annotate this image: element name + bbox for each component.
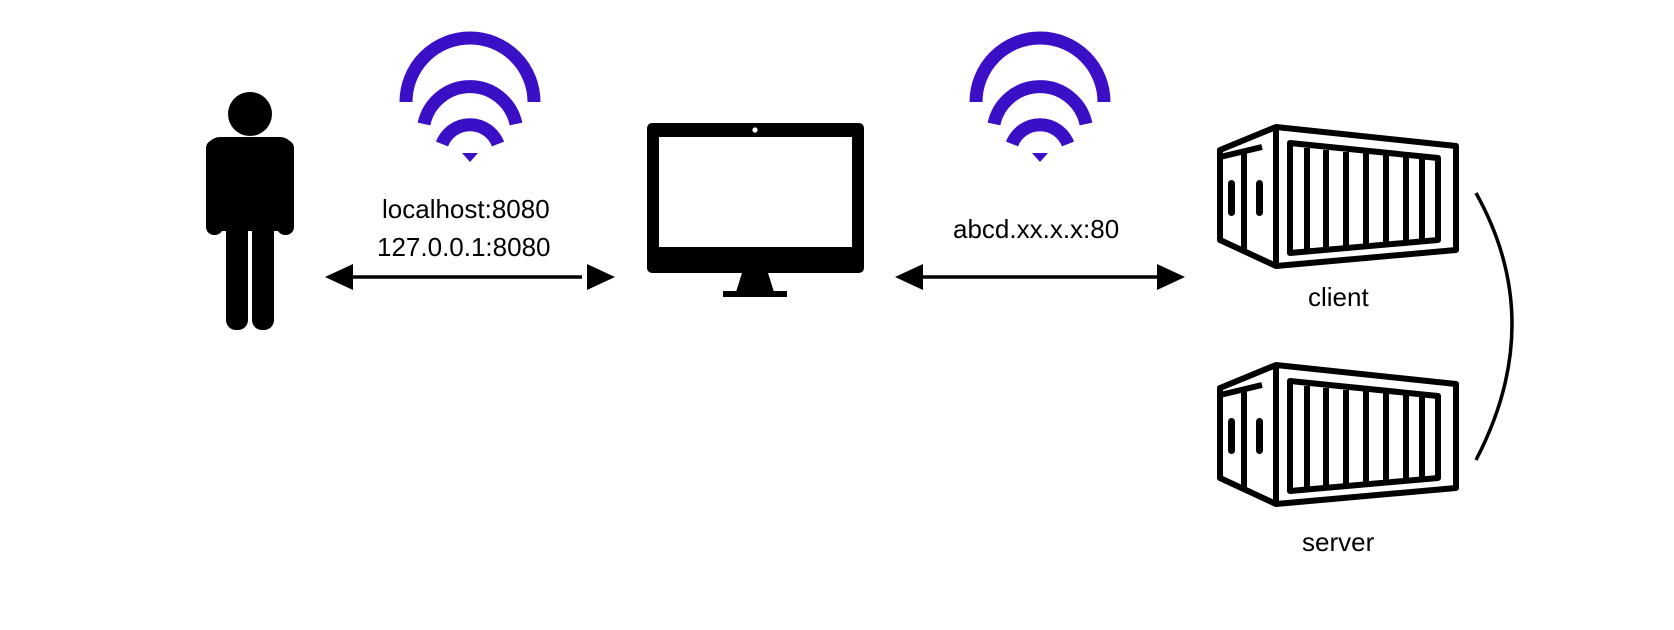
client-label: client: [1308, 282, 1369, 312]
link-label-loopback-ip: 127.0.0.1:8080: [377, 232, 551, 262]
monitor-icon: [647, 123, 864, 297]
bidirectional-arrow-2: [895, 264, 1185, 290]
wifi-icon: [969, 31, 1111, 162]
wifi-icon: [399, 31, 541, 162]
bidirectional-arrow-1: [325, 264, 615, 290]
link-label-remote-address: abcd.xx.x.x:80: [953, 214, 1120, 244]
link-label-localhost: localhost:8080: [382, 194, 550, 224]
server-label: server: [1302, 527, 1375, 557]
person-icon: [206, 92, 294, 330]
client-server-connector: [1474, 192, 1514, 461]
container-icon: [1217, 124, 1459, 269]
container-icon: [1217, 362, 1459, 507]
